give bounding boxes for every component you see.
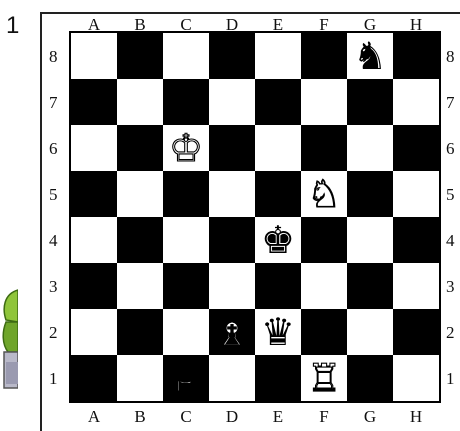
rank-label-left: 8 bbox=[49, 33, 58, 79]
rank-label-right: 7 bbox=[446, 79, 455, 125]
square-a8[interactable] bbox=[71, 33, 117, 79]
white-rook-icon[interactable]: ♖ bbox=[307, 359, 341, 397]
square-h8[interactable] bbox=[393, 33, 439, 79]
square-h4[interactable] bbox=[393, 217, 439, 263]
square-h1[interactable] bbox=[393, 355, 439, 401]
square-b8[interactable] bbox=[117, 33, 163, 79]
rank-label-right: 8 bbox=[446, 33, 455, 79]
square-d8[interactable] bbox=[209, 33, 255, 79]
square-b2[interactable] bbox=[117, 309, 163, 355]
square-e3[interactable] bbox=[255, 263, 301, 309]
square-b5[interactable] bbox=[117, 171, 163, 217]
black-queen-icon[interactable]: ♛ bbox=[261, 313, 295, 351]
square-e4[interactable]: ♚ bbox=[255, 217, 301, 263]
square-b6[interactable] bbox=[117, 125, 163, 171]
rank-label-right: 2 bbox=[446, 309, 455, 355]
file-label-bottom: D bbox=[209, 408, 255, 425]
square-a6[interactable] bbox=[71, 125, 117, 171]
file-label-bottom: E bbox=[255, 408, 301, 425]
square-f2[interactable] bbox=[301, 309, 347, 355]
square-e1[interactable] bbox=[255, 355, 301, 401]
square-g8[interactable]: ♞ bbox=[347, 33, 393, 79]
square-f6[interactable] bbox=[301, 125, 347, 171]
square-c5[interactable] bbox=[163, 171, 209, 217]
square-a7[interactable] bbox=[71, 79, 117, 125]
square-b1[interactable] bbox=[117, 355, 163, 401]
square-e5[interactable] bbox=[255, 171, 301, 217]
file-label-bottom: H bbox=[393, 408, 439, 425]
white-knight-icon[interactable]: ♘ bbox=[307, 175, 341, 213]
square-f4[interactable] bbox=[301, 217, 347, 263]
square-g6[interactable] bbox=[347, 125, 393, 171]
file-label-bottom: C bbox=[163, 408, 209, 425]
square-a1[interactable] bbox=[71, 355, 117, 401]
square-e8[interactable] bbox=[255, 33, 301, 79]
black-knight-icon[interactable]: ♞ bbox=[353, 37, 387, 75]
square-c2[interactable] bbox=[163, 309, 209, 355]
rank-label-left: 7 bbox=[49, 79, 58, 125]
square-a3[interactable] bbox=[71, 263, 117, 309]
square-d2[interactable]: ♗ bbox=[209, 309, 255, 355]
file-label-bottom: F bbox=[301, 408, 347, 425]
rank-label-left: 1 bbox=[49, 355, 58, 401]
square-d1[interactable] bbox=[209, 355, 255, 401]
square-c1[interactable]: ♕ bbox=[163, 355, 209, 401]
rank-label-right: 1 bbox=[446, 355, 455, 401]
square-g5[interactable] bbox=[347, 171, 393, 217]
rank-label-left: 4 bbox=[49, 217, 58, 263]
square-b7[interactable] bbox=[117, 79, 163, 125]
square-c4[interactable] bbox=[163, 217, 209, 263]
rank-label-right: 6 bbox=[446, 125, 455, 171]
square-c3[interactable] bbox=[163, 263, 209, 309]
square-c7[interactable] bbox=[163, 79, 209, 125]
square-d5[interactable] bbox=[209, 171, 255, 217]
square-f7[interactable] bbox=[301, 79, 347, 125]
square-h7[interactable] bbox=[393, 79, 439, 125]
square-b4[interactable] bbox=[117, 217, 163, 263]
square-f1[interactable]: ♖ bbox=[301, 355, 347, 401]
chess-board: ♞ ♔ ♘ ♚ ♗ ♛ ♕ ♖ bbox=[69, 31, 441, 403]
square-a2[interactable] bbox=[71, 309, 117, 355]
square-a4[interactable] bbox=[71, 217, 117, 263]
puzzle-number: 1 bbox=[6, 14, 19, 38]
file-label-bottom: B bbox=[117, 408, 163, 425]
square-e7[interactable] bbox=[255, 79, 301, 125]
square-c8[interactable] bbox=[163, 33, 209, 79]
file-label-bottom: A bbox=[71, 408, 117, 425]
square-d4[interactable] bbox=[209, 217, 255, 263]
rank-label-left: 6 bbox=[49, 125, 58, 171]
square-f8[interactable] bbox=[301, 33, 347, 79]
square-c6[interactable]: ♔ bbox=[163, 125, 209, 171]
rank-label-right: 5 bbox=[446, 171, 455, 217]
square-g3[interactable] bbox=[347, 263, 393, 309]
square-g4[interactable] bbox=[347, 217, 393, 263]
square-d6[interactable] bbox=[209, 125, 255, 171]
rank-label-right: 3 bbox=[446, 263, 455, 309]
white-bishop-icon[interactable]: ♗ bbox=[215, 313, 249, 351]
square-e2[interactable]: ♛ bbox=[255, 309, 301, 355]
file-label-bottom: G bbox=[347, 408, 393, 425]
square-h5[interactable] bbox=[393, 171, 439, 217]
square-f5[interactable]: ♘ bbox=[301, 171, 347, 217]
square-d3[interactable] bbox=[209, 263, 255, 309]
rank-label-right: 4 bbox=[446, 217, 455, 263]
square-h3[interactable] bbox=[393, 263, 439, 309]
rank-label-left: 2 bbox=[49, 309, 58, 355]
black-king-icon[interactable]: ♚ bbox=[261, 221, 295, 259]
white-queen-icon[interactable]: ♕ bbox=[169, 359, 203, 397]
square-h2[interactable] bbox=[393, 309, 439, 355]
mascot-illustration bbox=[0, 286, 18, 416]
square-g1[interactable] bbox=[347, 355, 393, 401]
square-g7[interactable] bbox=[347, 79, 393, 125]
square-e6[interactable] bbox=[255, 125, 301, 171]
white-king-icon[interactable]: ♔ bbox=[169, 129, 203, 167]
square-g2[interactable] bbox=[347, 309, 393, 355]
square-h6[interactable] bbox=[393, 125, 439, 171]
square-d7[interactable] bbox=[209, 79, 255, 125]
rank-label-left: 5 bbox=[49, 171, 58, 217]
square-a5[interactable] bbox=[71, 171, 117, 217]
square-b3[interactable] bbox=[117, 263, 163, 309]
rank-label-left: 3 bbox=[49, 263, 58, 309]
square-f3[interactable] bbox=[301, 263, 347, 309]
